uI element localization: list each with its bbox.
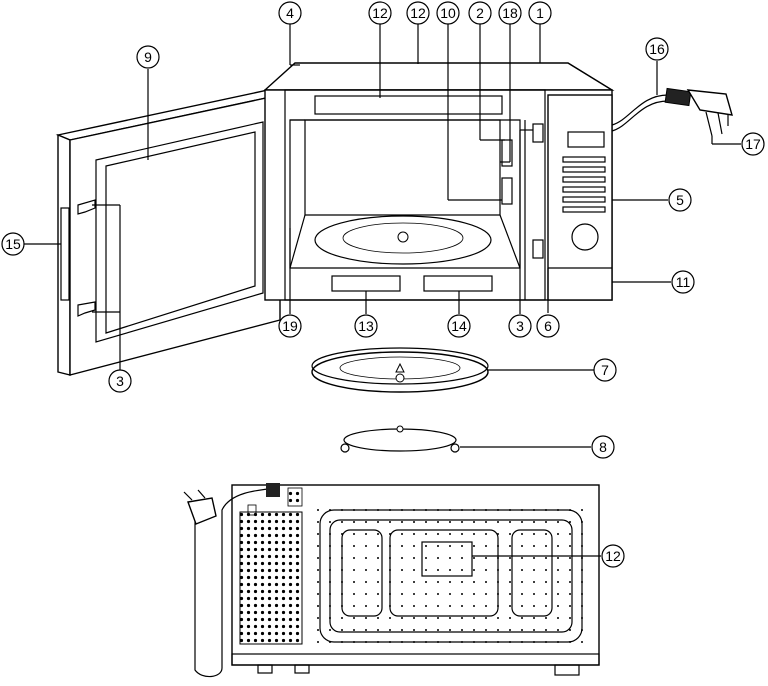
callout-12-rear: 12: [602, 545, 624, 567]
svg-text:2: 2: [476, 5, 484, 21]
roller-ring: [341, 426, 459, 452]
svg-text:12: 12: [410, 5, 426, 21]
svg-text:18: 18: [502, 5, 518, 21]
svg-text:4: 4: [286, 5, 294, 21]
callout-12-top-b: 12: [407, 2, 429, 24]
rear-view: [184, 483, 599, 677]
rear-vent-grille: [240, 512, 302, 644]
callout-2: 2: [469, 2, 491, 24]
callout-3-interlock: 3: [509, 315, 531, 337]
svg-text:8: 8: [599, 439, 607, 455]
callout-18: 18: [499, 2, 521, 24]
svg-text:19: 19: [282, 318, 298, 334]
callout-8: 8: [592, 436, 614, 458]
microwave-body: [265, 63, 612, 300]
svg-text:11: 11: [676, 274, 691, 290]
callout-7: 7: [594, 359, 616, 381]
callout-19: 19: [279, 315, 301, 337]
svg-text:12: 12: [605, 548, 621, 564]
svg-text:16: 16: [649, 41, 665, 57]
callout-16: 16: [646, 38, 668, 60]
svg-text:6: 6: [544, 318, 552, 334]
svg-text:15: 15: [5, 236, 21, 252]
callout-13: 13: [355, 315, 377, 337]
callout-15: 15: [2, 233, 24, 255]
svg-text:3: 3: [116, 373, 124, 389]
callout-4: 4: [279, 2, 301, 24]
callout-11: 11: [672, 271, 694, 293]
callout-10: 10: [437, 2, 459, 24]
callout-12-top-a: 12: [369, 2, 391, 24]
callout-9: 9: [137, 46, 159, 68]
svg-text:13: 13: [358, 318, 374, 334]
svg-text:14: 14: [451, 318, 467, 334]
svg-text:10: 10: [440, 5, 456, 21]
callout-1: 1: [529, 2, 551, 24]
callout-5: 5: [669, 189, 691, 211]
svg-text:17: 17: [745, 136, 761, 152]
door: [58, 90, 280, 375]
callout-17: 17: [742, 133, 764, 155]
callout-14: 14: [448, 315, 470, 337]
callout-6: 6: [537, 315, 559, 337]
glass-turntable: [312, 348, 488, 392]
svg-text:7: 7: [601, 362, 609, 378]
power-plug: [688, 90, 732, 115]
svg-text:5: 5: [676, 192, 684, 208]
power-cord: [612, 88, 732, 136]
svg-text:3: 3: [516, 318, 524, 334]
svg-text:12: 12: [372, 5, 388, 21]
callout-3-door-hook: 3: [109, 370, 131, 392]
svg-text:1: 1: [536, 5, 544, 21]
svg-text:9: 9: [144, 49, 152, 65]
